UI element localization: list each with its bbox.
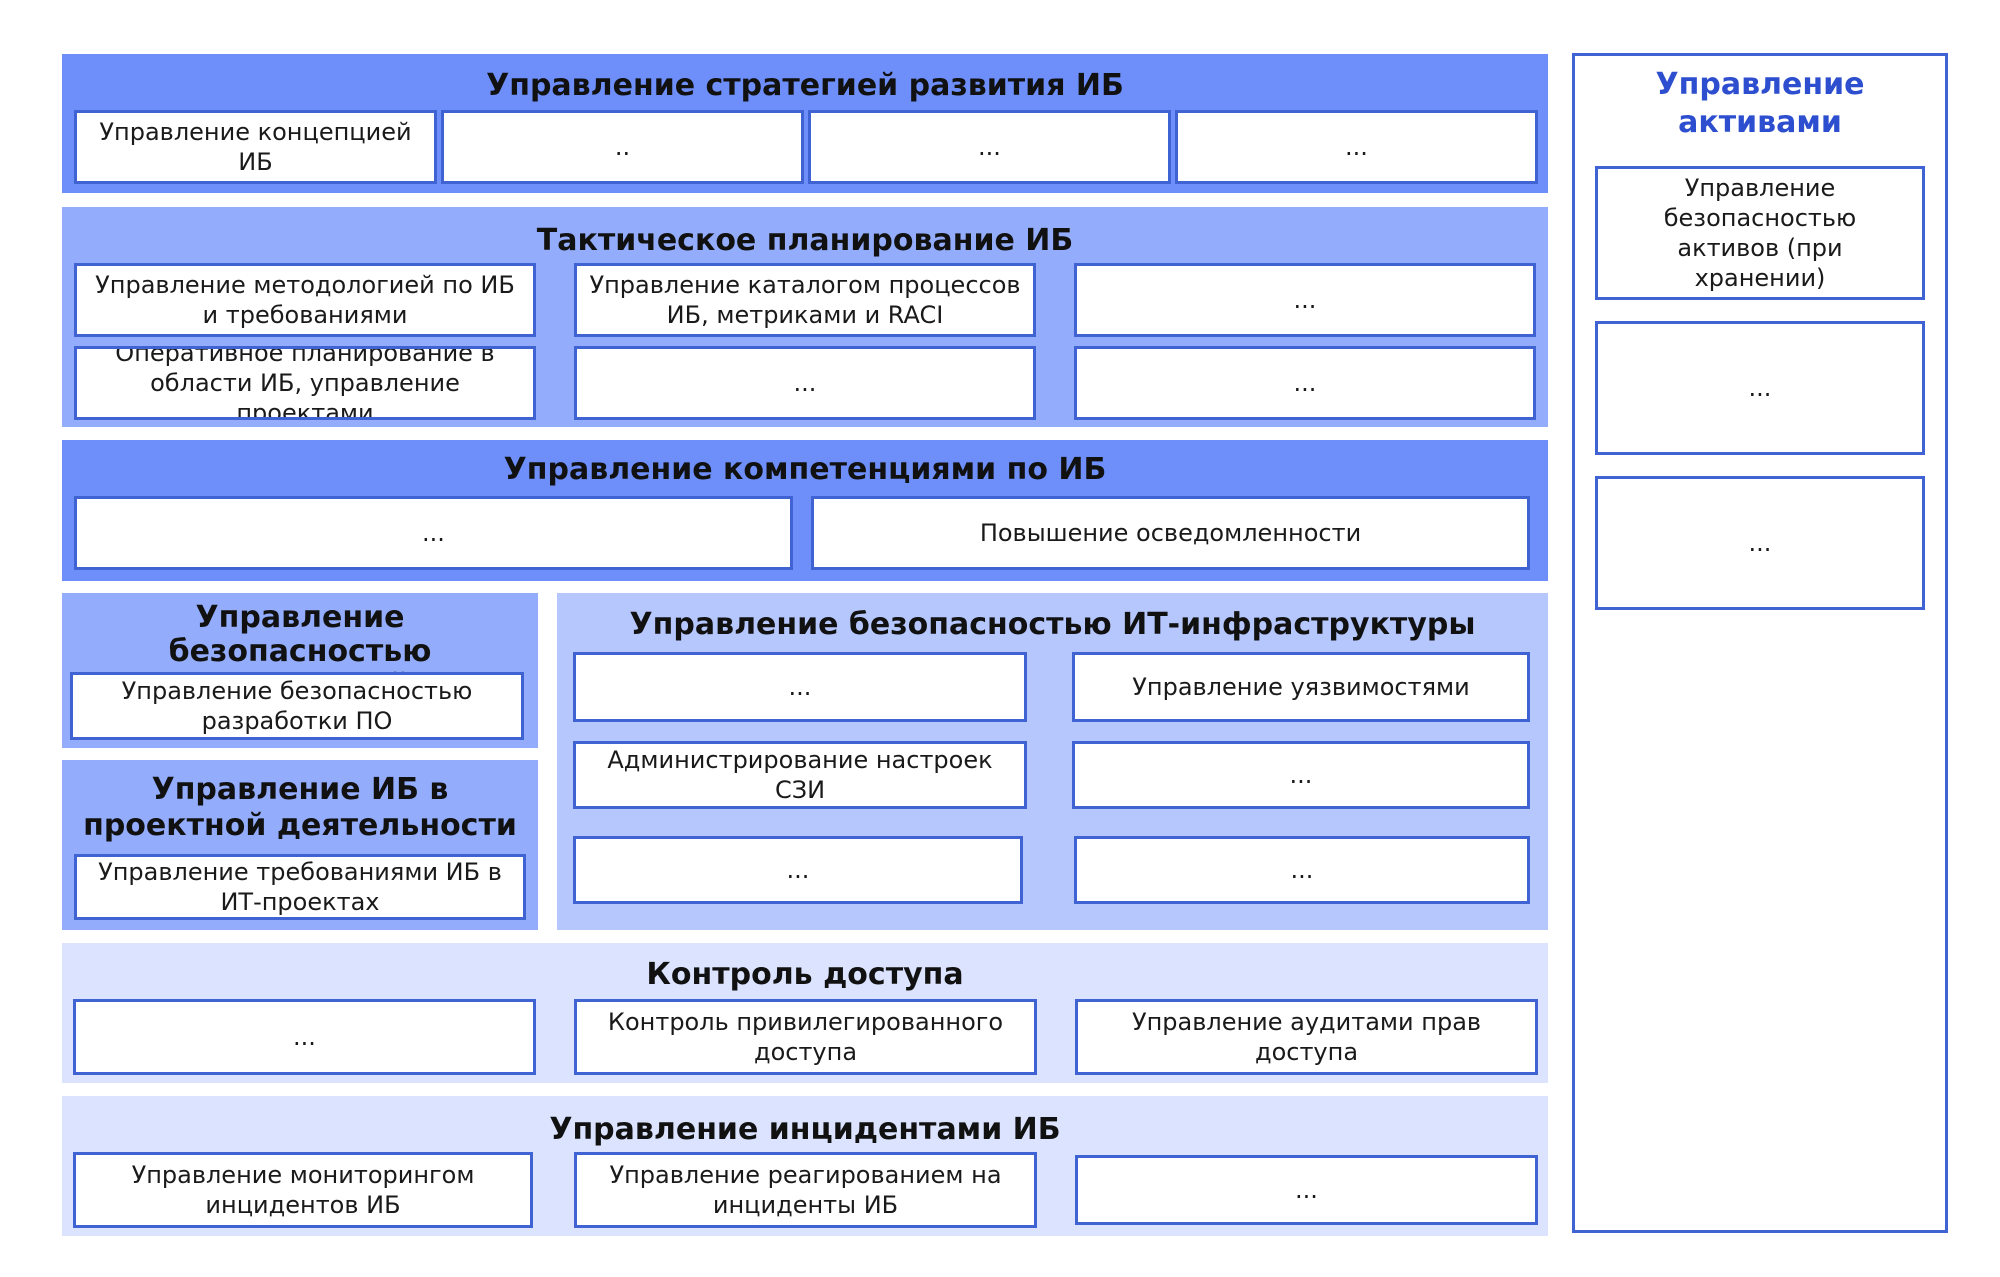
- panel-title: Управление активами: [1655, 67, 1865, 140]
- process-box: Контроль привилегированного доступа: [574, 999, 1037, 1075]
- process-box: Управление уязвимостями: [1072, 652, 1530, 722]
- process-box: Управление аудитами прав доступа: [1075, 999, 1538, 1075]
- process-box: Управление реагированием на инциденты ИБ: [574, 1152, 1037, 1228]
- process-box: ...: [1074, 836, 1530, 904]
- panel-app-security: Управление безопасностью приложений Упра…: [62, 593, 538, 748]
- panel-asset-management: Управление активами Управление безопасно…: [1572, 53, 1948, 1233]
- process-box: Управление методологией по ИБ и требован…: [74, 263, 536, 337]
- process-box: Оперативное планирование в области ИБ, у…: [74, 346, 536, 420]
- panel-strategy: Управление стратегией развития ИБ Управл…: [62, 54, 1548, 193]
- process-box: ...: [1072, 741, 1530, 809]
- panel-title: Управление безопасностью ИТ-инфраструкту…: [629, 607, 1476, 642]
- process-box: ...: [1595, 321, 1925, 455]
- panel-title: Управление ИБ в проектной деятельности: [83, 772, 517, 843]
- process-box: ...: [74, 496, 793, 570]
- panel-competence: Управление компетенциями по ИБ ... Повыш…: [62, 440, 1548, 581]
- process-box: Управление требованиями ИБ в ИТ-проектах: [74, 854, 526, 920]
- process-box: ..: [441, 110, 804, 184]
- process-box: Управление концепцией ИБ: [74, 110, 437, 184]
- process-box: Администрирование настроек СЗИ: [573, 741, 1027, 809]
- panel-title: Управление инцидентами ИБ: [549, 1112, 1061, 1147]
- process-box: Управление безопасностью активов (при хр…: [1595, 166, 1925, 300]
- process-box: Управление каталогом процессов ИБ, метри…: [574, 263, 1036, 337]
- process-box: ...: [73, 999, 536, 1075]
- process-box: ...: [1175, 110, 1538, 184]
- panel-incidents: Управление инцидентами ИБ Управление мон…: [62, 1096, 1548, 1236]
- panel-title: Управление компетенциями по ИБ: [503, 452, 1107, 487]
- panel-tactical-planning: Тактическое планирование ИБ Управление м…: [62, 207, 1548, 427]
- panel-title: Контроль доступа: [646, 957, 964, 992]
- panel-title: Управление стратегией развития ИБ: [486, 68, 1124, 103]
- process-box: ...: [573, 836, 1023, 904]
- process-box: ...: [573, 652, 1027, 722]
- process-box: ...: [1075, 1155, 1538, 1225]
- panel-infra-security: Управление безопасностью ИТ-инфраструкту…: [557, 593, 1548, 930]
- panel-title: Тактическое планирование ИБ: [536, 223, 1074, 258]
- process-box: Управление мониторингом инцидентов ИБ: [73, 1152, 533, 1228]
- panel-project-security: Управление ИБ в проектной деятельности У…: [62, 760, 538, 930]
- process-box: ...: [1074, 263, 1536, 337]
- process-box: ...: [1595, 476, 1925, 610]
- process-box: ...: [808, 110, 1171, 184]
- panel-access-control: Контроль доступа ... Контроль привилегир…: [62, 943, 1548, 1083]
- process-box: ...: [1074, 346, 1536, 420]
- process-box: ...: [574, 346, 1036, 420]
- process-box: Повышение осведомленности: [811, 496, 1530, 570]
- process-box: Управление безопасностью разработки ПО: [70, 672, 524, 740]
